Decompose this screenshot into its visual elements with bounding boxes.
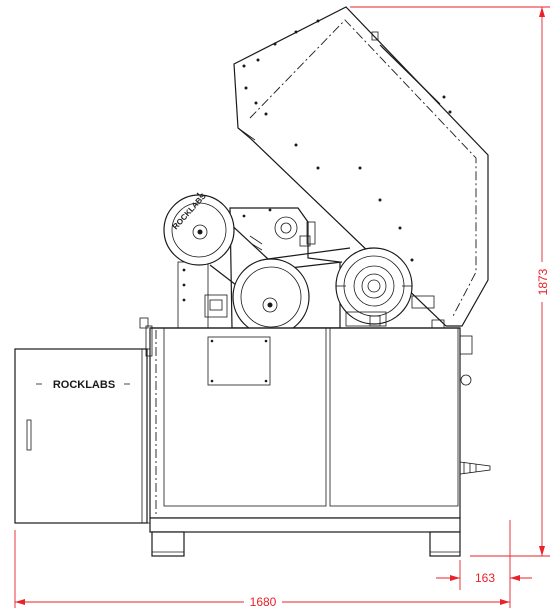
lid-bolts [242,19,452,262]
main-cabinet [149,327,491,519]
motor-pulley [335,247,445,329]
door-handle [26,419,32,451]
height-dimension-label: 1873 [536,268,550,295]
upper-pulley: ROCKLABS [163,191,235,266]
left-foot [151,531,185,557]
door-brand-label: ROCKLABS [53,379,115,391]
hinged-lid [233,6,489,327]
right-foot [429,531,461,557]
front-door: ROCKLABS [14,317,153,524]
lower-flywheel [232,258,310,336]
outlet-nozzle [459,461,491,475]
control-knob [460,374,472,386]
base-frame [149,517,461,557]
access-panel [207,336,271,386]
offset-dimension-label: 163 [475,571,495,585]
dimension-lines [14,6,550,608]
width-dimension-label: 1680 [250,595,277,609]
